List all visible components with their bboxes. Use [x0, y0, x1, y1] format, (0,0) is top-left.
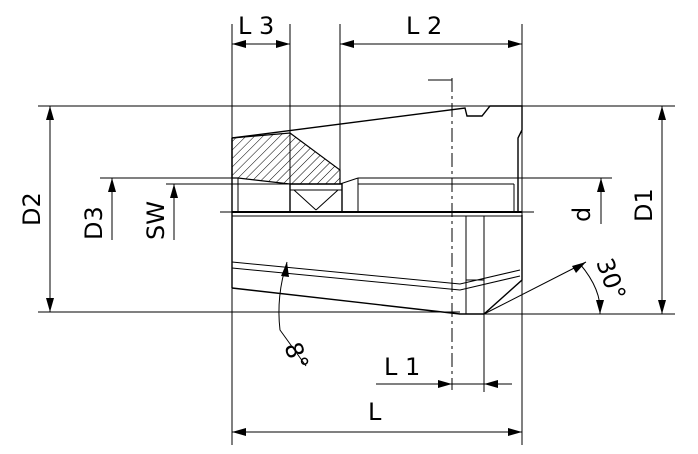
slot-line-1: [231, 261, 521, 285]
dimension-D3: [108, 178, 116, 240]
dimension-L: [232, 428, 522, 436]
outer-taper-bottom: [231, 215, 523, 315]
angle-8-marker: [278, 261, 307, 367]
label-D3: D3: [80, 206, 108, 240]
angle-30-marker: [483, 261, 604, 315]
label-L2: L 2: [406, 12, 442, 40]
dimension-D2: [46, 106, 54, 312]
label-angle-8: 8°: [278, 338, 314, 373]
dimension-L2: [340, 40, 522, 48]
dimension-L3: [232, 40, 290, 48]
slot-line-2: [231, 267, 521, 291]
label-D2: D2: [18, 192, 46, 226]
dimension-SW: [170, 184, 178, 240]
label-L: L: [368, 398, 382, 426]
label-L3: L 3: [238, 12, 274, 40]
label-SW: SW: [142, 201, 170, 240]
label-L1: L 1: [384, 353, 420, 381]
extension-lines: [38, 24, 675, 445]
dimension-L1: [376, 380, 512, 388]
hatched-section: [231, 132, 341, 185]
dimension-d: [597, 178, 605, 224]
label-angle-30: 30°: [590, 254, 631, 304]
label-d: d: [568, 207, 596, 222]
label-D1: D1: [630, 188, 658, 222]
dimension-D1: [658, 106, 666, 314]
